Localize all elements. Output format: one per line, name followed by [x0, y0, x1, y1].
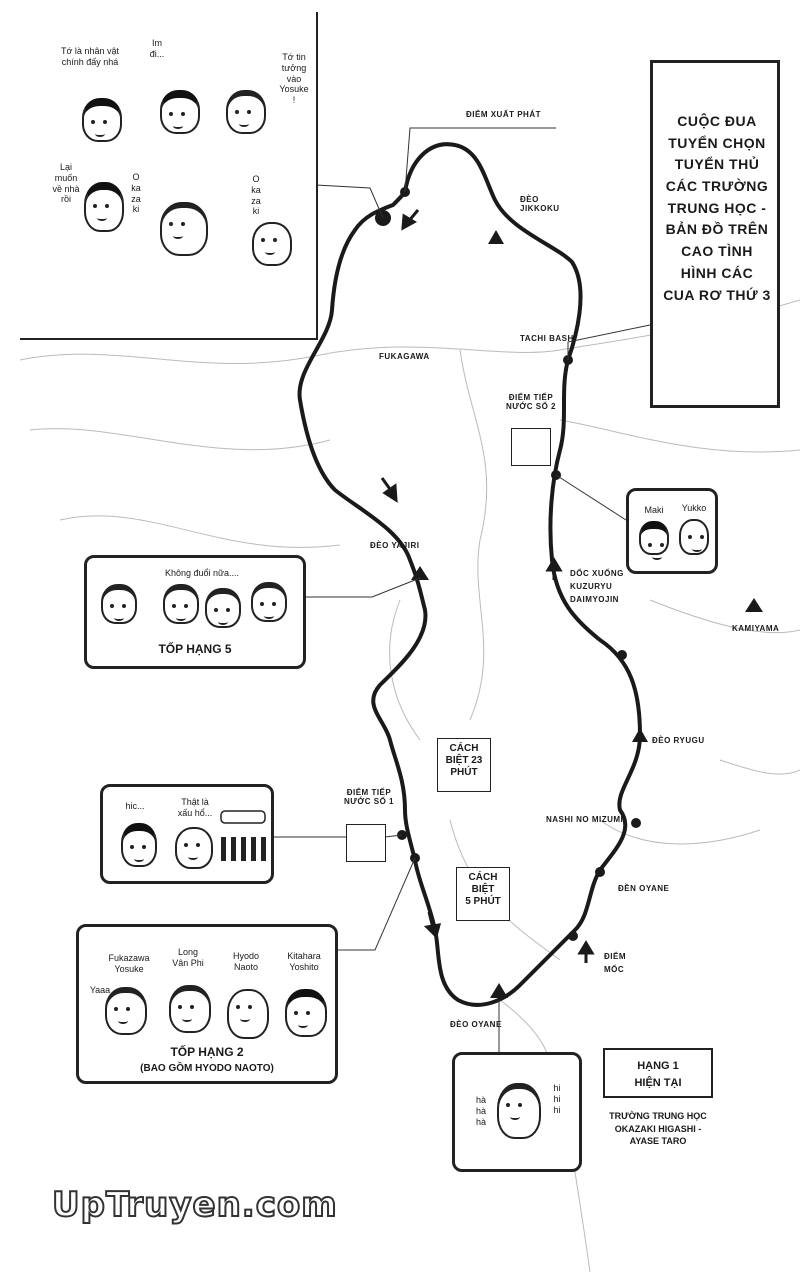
group-5-box: Không đuổi nữa.... TỐP HẠNG 5: [84, 555, 306, 669]
portrait-maki: [639, 521, 669, 560]
portrait-blond: [252, 222, 292, 266]
gap-23-text: CÁCH BIỆT 23 PHÚT: [445, 743, 483, 778]
portrait-rider-5a: [101, 584, 137, 624]
label-oyane-town: ĐỀN OYANE: [618, 884, 670, 893]
checkpoint-dots: [375, 187, 641, 941]
label-kuzuryu: DỐC XUỐNG KUZURYU DAIMYOJIN: [570, 569, 624, 604]
portrait-hyodo: [227, 989, 269, 1039]
shame-text: Thật là xấu hổ...: [177, 797, 213, 818]
team-car-and-staff: [220, 810, 266, 861]
label-yajiri: ĐÈO YAJIRI: [370, 541, 420, 550]
pass-markers: [411, 230, 763, 998]
portrait-yukko: [679, 519, 709, 555]
group-2-subcaption: (BAO GỒM HYODO NAOTO): [140, 1063, 274, 1074]
portrait-cheering: [160, 202, 208, 256]
label-water-2: ĐIỂM TIẾP NƯỚC SỐ 2: [506, 393, 556, 411]
label-jikkoku: ĐÈO JIKKOKU: [520, 195, 560, 213]
portrait-fukazawa: [105, 987, 147, 1035]
maki-yukko-box: Maki Yukko: [626, 488, 718, 574]
gap-23-box: CÁCH BIỆT 23 PHÚT: [437, 738, 491, 792]
page-title: CUỘC ĐUA TUYỂN CHỌN TUYỂN THỦ CÁC TRƯỜNG…: [663, 113, 771, 303]
portrait-long-van-phi: [169, 985, 211, 1033]
rider-name-1: Fukazawa Yosuke: [108, 953, 150, 974]
bubble-okazaki-2: O ka za ki: [251, 174, 261, 217]
portrait-rider-5d: [251, 582, 287, 622]
hic-text: hic...: [125, 801, 145, 811]
rider-name-2: Long Vân Phi: [172, 947, 204, 968]
gap-5-box: CÁCH BIỆT 5 PHÚT: [456, 867, 510, 921]
label-water-1: ĐIỂM TIẾP NƯỚC SỐ 1: [344, 788, 394, 806]
title-box: CUỘC ĐUA TUYỂN CHỌN TUYỂN THỦ CÁC TRƯỜNG…: [650, 60, 780, 408]
yaaa-text: Yaaa: [89, 985, 111, 995]
label-start: ĐIỂM XUẤT PHÁT: [466, 110, 541, 119]
yukko-name: Yukko: [681, 503, 707, 513]
group-2-box: Fukazawa Yosuke Long Vân Phi Hyodo Naoto…: [76, 924, 338, 1084]
bubble-trust: Tớ tin tưởng vào Yosuke !: [279, 52, 309, 106]
portrait-headband: [226, 90, 266, 134]
portrait-kitahara: [285, 989, 327, 1037]
portrait-ashamed: [175, 827, 213, 869]
rider-name-4: Kitahara Yoshito: [287, 951, 321, 972]
bubble-shut-up: Im đi...: [149, 38, 165, 59]
portrait-rider-5c: [205, 588, 241, 628]
watermark: UpTruyen.com: [51, 1184, 338, 1226]
label-oyane-pass: ĐÈO OYANE: [450, 1020, 502, 1029]
portrait-rider-5b: [163, 584, 199, 624]
maki-name: Maki: [644, 505, 664, 515]
rank-1-box: HẠNG 1 HIỆN TẠI: [603, 1048, 713, 1098]
rider-name-3: Hyodo Naoto: [232, 951, 259, 972]
group-5-caption: TỐP HẠNG 5: [158, 642, 232, 656]
group-2-caption: TỐP HẠNG 2: [170, 1045, 244, 1059]
direction-arrows: [380, 209, 595, 963]
portrait-ayase-taro: [497, 1083, 541, 1139]
leader-box: hà hà hà hi hi hi: [452, 1052, 582, 1172]
group-5-speech: Không đuổi nữa....: [164, 568, 240, 578]
rank-1-title: HẠNG 1 HIỆN TẠI: [634, 1060, 682, 1089]
laugh-left: hà hà hà: [475, 1095, 486, 1127]
characters-panel: Tớ là nhân vật chính đấy nhá Im đi... Tớ…: [20, 12, 318, 340]
label-ryugu: ĐÈO RYUGU: [652, 736, 705, 745]
label-landmark: ĐIỂM MỐC: [604, 952, 626, 974]
portrait-girl: [84, 182, 124, 232]
label-fukagawa: FUKAGAWA: [379, 352, 430, 361]
rank-1-detail: TRƯỜNG TRUNG HỌC OKAZAKI HIGASHI - AYASE…: [609, 1111, 707, 1147]
bubble-okazaki-1: O ka za ki: [131, 172, 141, 215]
label-kamiyama: KAMIYAMA: [732, 624, 780, 633]
water-1-group-box: hic... Thật là xấu hổ...: [100, 784, 274, 884]
label-tachibashi: TACHI BASHI: [520, 334, 577, 343]
portrait-crying: [121, 823, 157, 867]
water-station-1: [346, 824, 386, 862]
label-nashi: NASHI NO MIZUMI: [546, 815, 624, 824]
water-station-2: [511, 428, 551, 466]
bubble-go-home: Lại muốn về nhà rồi: [52, 162, 80, 205]
laugh-right: hi hi hi: [553, 1083, 561, 1115]
gap-5-text: CÁCH BIỆT 5 PHÚT: [465, 872, 501, 907]
portrait-friend: [160, 90, 200, 134]
bubble-main-character: Tớ là nhân vật chính đấy nhá: [61, 46, 119, 67]
portrait-yosuke: [82, 98, 122, 142]
